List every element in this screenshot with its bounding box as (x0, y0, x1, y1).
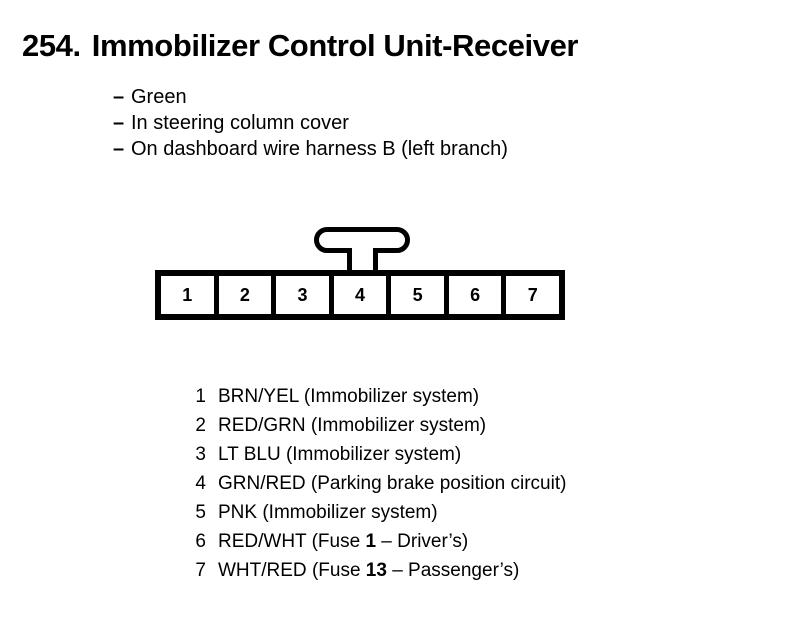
pin-legend-row: 7 WHT/RED (Fuse 13 – Passenger’s) (188, 556, 566, 585)
note-item: – In steering column cover (113, 110, 713, 136)
pin-wire-color: BRN/YEL (218, 386, 299, 407)
pin-legend-row: 5 PNK (Immobilizer system) (188, 498, 566, 527)
pin-circuit-prefix: (Fuse (311, 560, 366, 581)
pin-wire-color: PNK (218, 502, 258, 523)
pin-description: RED/WHT (Fuse 1 – Driver’s) (218, 527, 468, 556)
pin-circuit: (Immobilizer system) (285, 444, 462, 465)
pin-number: 2 (195, 415, 206, 436)
pin-fuse-number: 1 (365, 531, 377, 552)
pin-wire-color: RED/WHT (218, 531, 307, 552)
pin-legend-list: 1 BRN/YEL (Immobilizer system) 2 RED/GRN… (188, 382, 566, 585)
pin-description: PNK (Immobilizer system) (218, 498, 438, 527)
note-item: – On dashboard wire harness B (left bran… (113, 136, 713, 162)
connector-latch-neck-icon (347, 248, 378, 274)
pin-number: 4 (195, 473, 206, 494)
pin-description: WHT/RED (Fuse 13 – Passenger’s) (218, 556, 519, 585)
page-title-name: Immobilizer Control Unit-Receiver (91, 28, 579, 63)
pin-description: RED/GRN (Immobilizer system) (218, 411, 486, 440)
notes-list: – Green – In steering column cover – On … (113, 84, 713, 162)
pin-circuit: (Immobilizer system) (310, 415, 487, 436)
pin-legend-row: 1 BRN/YEL (Immobilizer system) (188, 382, 566, 411)
pin-number: 3 (195, 444, 206, 465)
pin-circuit: (Parking brake position circuit) (310, 473, 567, 494)
pin-circuit-suffix: – Passenger’s) (386, 560, 520, 581)
pin-number: 7 (195, 560, 206, 581)
note-item-label: Green (131, 86, 187, 108)
pin-wire-color: WHT/RED (218, 560, 307, 581)
pin-legend-row: 4 GRN/RED (Parking brake position circui… (188, 469, 566, 498)
pin-circuit: (Immobilizer system) (303, 386, 480, 407)
pin-description: GRN/RED (Parking brake position circuit) (218, 469, 566, 498)
pin-number: 5 (195, 502, 206, 523)
pin-circuit: (Immobilizer system) (262, 502, 438, 523)
page-title: 254. Immobilizer Control Unit-Receiver (22, 28, 578, 64)
connector-cavity-4: 4 (333, 276, 387, 314)
note-item: – Green (113, 84, 713, 110)
pin-wire-color: RED/GRN (218, 415, 306, 436)
note-item-label: On dashboard wire harness B (left branch… (131, 138, 508, 160)
connector-body: 1 2 3 4 5 6 7 (155, 270, 565, 320)
connector-diagram: 1 2 3 4 5 6 7 (155, 227, 565, 320)
connector-cavity-3: 3 (276, 276, 329, 314)
dash-icon: – (113, 86, 125, 108)
connector-cavity-1: 1 (161, 276, 214, 314)
pin-description: LT BLU (Immobilizer system) (218, 440, 461, 469)
pin-legend-row: 3 LT BLU (Immobilizer system) (188, 440, 566, 469)
pin-number: 6 (195, 531, 206, 552)
pin-number: 1 (195, 386, 206, 407)
page-title-number: 254. (22, 28, 81, 63)
connector-cavity-2: 2 (218, 276, 272, 314)
connector-cavity-5: 5 (391, 276, 444, 314)
pin-wire-color: GRN/RED (218, 473, 306, 494)
pin-wire-color: LT BLU (218, 444, 281, 465)
connector-cavity-7: 7 (506, 276, 560, 314)
pin-circuit-suffix: – Driver’s) (376, 531, 469, 552)
pin-circuit-prefix: (Fuse (311, 531, 366, 552)
pin-legend-row: 6 RED/WHT (Fuse 1 – Driver’s) (188, 527, 566, 556)
dash-icon: – (113, 138, 125, 160)
pin-fuse-number: 13 (365, 560, 387, 581)
connector-cavity-6: 6 (448, 276, 502, 314)
dash-icon: – (113, 112, 125, 134)
pin-description: BRN/YEL (Immobilizer system) (218, 382, 479, 411)
note-item-label: In steering column cover (131, 112, 349, 134)
pin-legend-row: 2 RED/GRN (Immobilizer system) (188, 411, 566, 440)
